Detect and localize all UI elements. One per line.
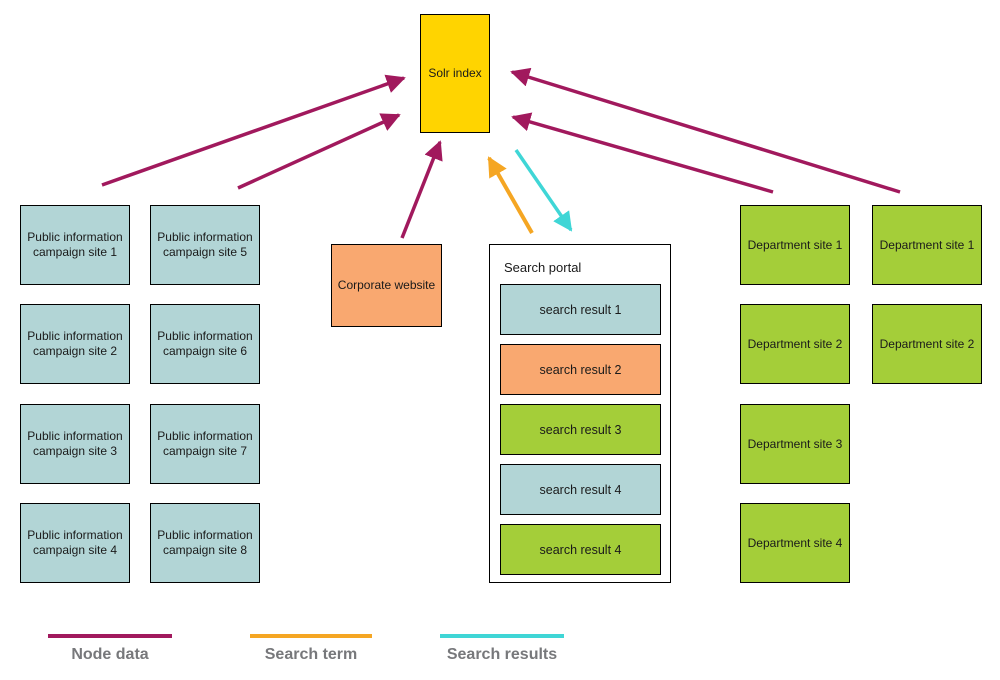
- department-site-c2-2-label: Department site 2: [879, 336, 975, 351]
- public-site-8-label: Public information campaign site 8: [157, 528, 253, 557]
- node-data-arrow-corporate: [400, 140, 443, 239]
- legend-label-node-data: Node data: [71, 645, 149, 663]
- public-site-2-label: Public information campaign site 2: [27, 329, 123, 358]
- public-site-7: Public information campaign site 7: [150, 404, 260, 484]
- department-site-c2-1: Department site 1: [872, 205, 982, 285]
- public-site-5-label: Public information campaign site 5: [157, 230, 253, 259]
- department-site-c1-4: Department site 4: [740, 503, 850, 583]
- legend-item-node-data: Node data: [36, 634, 184, 664]
- search-result-3: search result 3: [500, 404, 661, 455]
- solr-index-node: Solr index: [420, 14, 490, 133]
- department-site-c1-3: Department site 3: [740, 404, 850, 484]
- search-result-2: search result 2: [500, 344, 661, 395]
- legend-item-search-term: Search term: [240, 634, 382, 664]
- search-result-5: search result 4: [500, 524, 661, 575]
- public-site-6-label: Public information campaign site 6: [157, 329, 253, 358]
- department-site-c2-1-label: Department site 1: [879, 237, 975, 252]
- search-result-3-label: search result 3: [539, 422, 622, 437]
- public-site-3: Public information campaign site 3: [20, 404, 130, 484]
- department-site-c1-4-label: Department site 4: [747, 535, 843, 550]
- public-site-5: Public information campaign site 5: [150, 205, 260, 285]
- legend-label-search-results: Search results: [446, 645, 558, 663]
- legend-line-node-data: [48, 634, 172, 638]
- search-result-1: search result 1: [500, 284, 661, 335]
- search-result-2-label: search result 2: [539, 362, 622, 377]
- public-site-6: Public information campaign site 6: [150, 304, 260, 384]
- search-result-4: search result 4: [500, 464, 661, 515]
- node-data-arrow-left-1: [101, 74, 406, 187]
- node-data-arrow-right-1: [511, 112, 774, 194]
- node-data-arrow-left-2: [237, 113, 401, 190]
- public-site-3-label: Public information campaign site 3: [27, 429, 123, 458]
- search-result-4-label: search result 4: [539, 482, 622, 497]
- solr-index-label: Solr index: [428, 66, 482, 80]
- node-data-arrow-right-2: [510, 67, 901, 194]
- corporate-website-node: Corporate website: [331, 244, 442, 327]
- department-site-c1-1-label: Department site 1: [747, 237, 843, 252]
- public-site-7-label: Public information campaign site 7: [157, 429, 253, 458]
- department-site-c2-2: Department site 2: [872, 304, 982, 384]
- public-site-4-label: Public information campaign site 4: [27, 528, 123, 557]
- search-results-arrow: [514, 149, 573, 232]
- legend-label-search-term: Search term: [264, 645, 358, 663]
- legend-line-search-results: [440, 634, 564, 638]
- public-site-8: Public information campaign site 8: [150, 503, 260, 583]
- public-site-1-label: Public information campaign site 1: [27, 230, 123, 259]
- legend-item-search-results: Search results: [427, 634, 577, 664]
- search-result-5-label: search result 4: [539, 542, 622, 557]
- corporate-website-label: Corporate website: [337, 278, 436, 292]
- public-site-4: Public information campaign site 4: [20, 503, 130, 583]
- department-site-c1-1: Department site 1: [740, 205, 850, 285]
- department-site-c1-3-label: Department site 3: [747, 436, 843, 451]
- search-term-arrow: [487, 156, 534, 234]
- search-result-1-label: search result 1: [539, 302, 622, 317]
- legend-line-search-term: [250, 634, 372, 638]
- department-site-c1-2-label: Department site 2: [747, 336, 843, 351]
- public-site-2: Public information campaign site 2: [20, 304, 130, 384]
- search-portal-title: Search portal: [504, 260, 582, 275]
- search-portal: Search portal search result 1 search res…: [489, 244, 671, 583]
- department-site-c1-2: Department site 2: [740, 304, 850, 384]
- public-site-1: Public information campaign site 1: [20, 205, 130, 285]
